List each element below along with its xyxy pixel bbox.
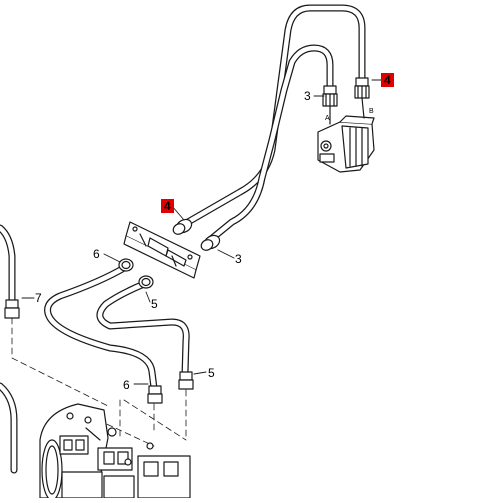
callout-5-lower: 5 — [208, 366, 215, 380]
port-label-a: A — [325, 115, 330, 122]
engine-block — [39, 403, 191, 501]
fitting-top-left — [322, 85, 338, 107]
fitting-7 — [4, 299, 20, 319]
hose-partial-left — [0, 382, 18, 474]
fitting-6-upper — [118, 258, 134, 272]
leader-lines — [21, 79, 383, 385]
hose-5 — [96, 280, 190, 378]
callout-6-lower: 6 — [123, 378, 130, 392]
fitting-top-right — [354, 77, 370, 99]
callout-6-upper: 6 — [93, 247, 100, 261]
callout-4-mid: 4 — [161, 199, 174, 213]
bracket-plate — [123, 221, 201, 279]
valve-block — [317, 97, 375, 173]
callout-3-top: 3 — [304, 89, 311, 103]
fitting-5-lower — [178, 371, 194, 390]
fitting-mid-3 — [200, 234, 221, 251]
callout-4-top: 4 — [381, 73, 394, 87]
fitting-5-upper — [138, 275, 154, 289]
dashed-leaders — [11, 317, 187, 447]
fitting-mid-4 — [172, 218, 193, 235]
hose-6 — [44, 264, 158, 392]
callout-3-mid: 3 — [235, 252, 242, 266]
callout-7: 7 — [35, 291, 42, 305]
port-label-b: B — [369, 108, 374, 115]
fitting-6-lower — [147, 385, 163, 404]
hose-3 — [206, 44, 334, 244]
callout-5-upper: 5 — [151, 297, 158, 311]
hose-7 — [0, 224, 16, 304]
